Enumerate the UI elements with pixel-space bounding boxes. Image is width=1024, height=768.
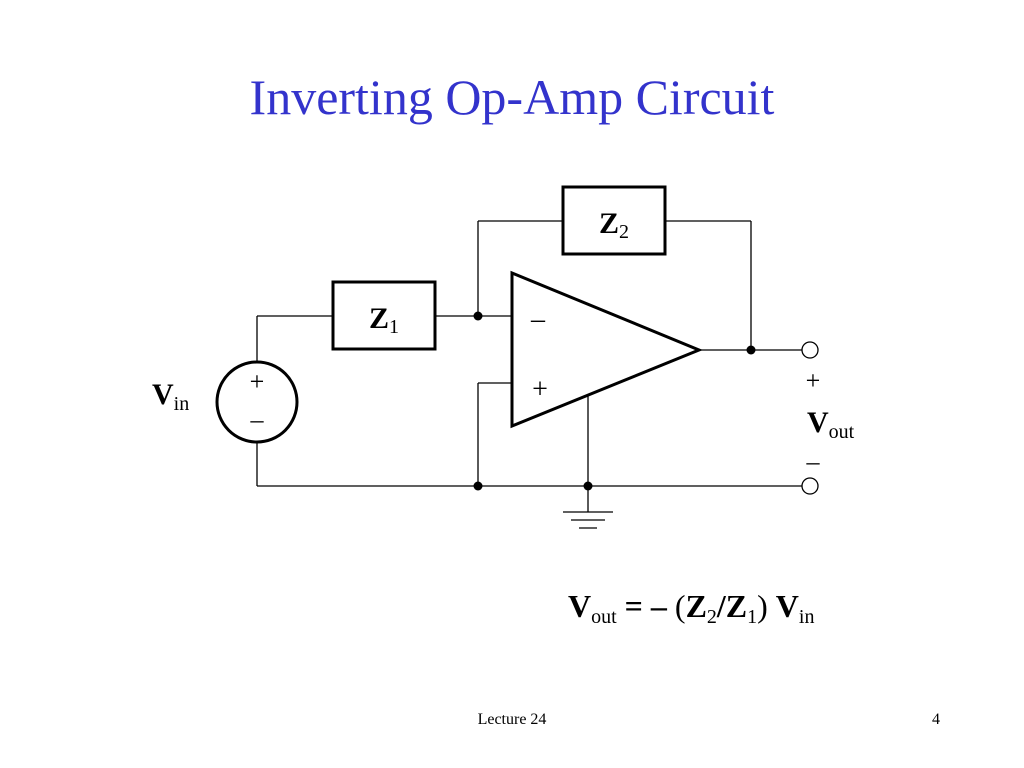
junction-ground-right [583,481,593,491]
opamp-triangle [510,270,703,429]
junction-inverting [473,311,483,321]
footer-lecture: Lecture 24 [477,711,547,728]
transfer-function-formula: Vout = – (Z2/Z1) Vin [568,588,815,628]
junction-ground-left [473,481,483,491]
page-number: 4 [932,711,940,728]
junction-output [746,345,756,355]
opamp-noninverting-sign: + [532,374,548,405]
vout-minus-sign: – [806,447,821,476]
output-terminal-top [801,341,819,359]
vout-label: Vout [807,406,855,443]
source-plus-sign: + [250,367,265,396]
source-minus-sign: – [250,405,265,434]
slide-title: Inverting Op-Amp Circuit [249,69,775,125]
vin-label: Vin [152,378,189,415]
output-terminal-bottom [801,477,819,495]
wires [256,220,802,512]
vout-plus-sign: + [806,366,821,395]
ground-symbol [563,511,613,529]
voltage-source-circle [215,360,299,444]
z2-impedance-box [561,185,667,256]
z2-label: Z2 [599,207,629,243]
z1-label: Z1 [369,302,399,338]
z1-impedance-box [331,280,437,351]
junction-dots [473,311,756,491]
opamp-inverting-sign: – [530,304,546,335]
